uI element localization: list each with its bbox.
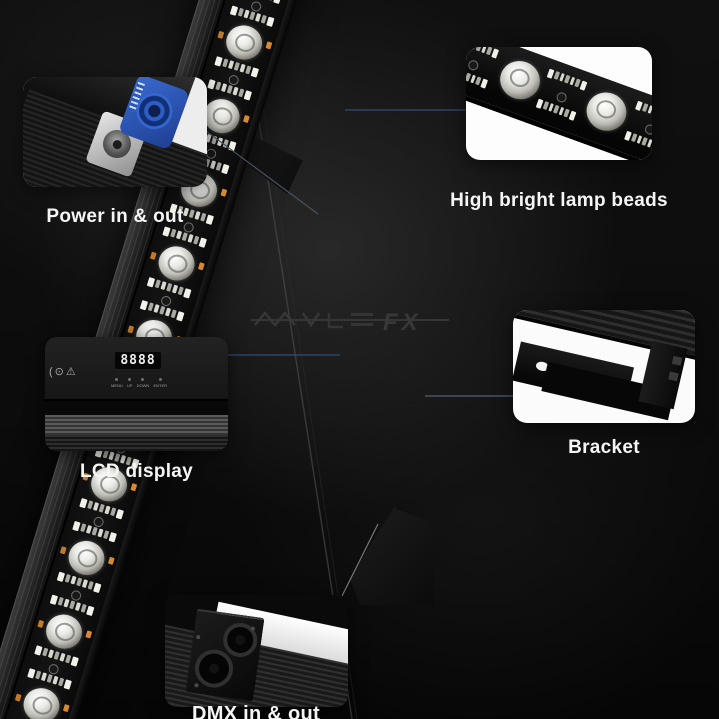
dmx-callout-label: DMX in & out (191, 703, 321, 719)
amber-smd (220, 188, 228, 197)
lamp-bead-lens (581, 86, 632, 137)
smd-end-chip (273, 0, 282, 5)
amber-smd (107, 556, 115, 565)
warning-icon: ⚠ (65, 366, 78, 378)
smd-end-chip (250, 67, 260, 78)
screw (194, 683, 199, 688)
smd-end-chip (108, 532, 117, 543)
screw (555, 90, 569, 104)
smd-cluster (466, 47, 500, 93)
enter-button: ENTER (153, 378, 167, 388)
down-button: DOWN (136, 378, 150, 388)
dmx-plug-icon: (⊙ (49, 366, 66, 378)
amber-smd (242, 114, 250, 124)
amber-smd (85, 630, 93, 639)
bracket-inset (513, 310, 695, 423)
down-button-label: DOWN (136, 383, 150, 388)
menu-button: MENU (111, 378, 123, 388)
smd-led-row (546, 68, 588, 91)
bracket-callout-label: Bracket (568, 437, 640, 458)
smd-led-row (34, 645, 79, 667)
led-strip-closeup (466, 47, 652, 160)
smd-end-chip (266, 16, 275, 27)
seven-segment-display: 8888 (115, 352, 161, 369)
smd-end-chip (93, 582, 102, 594)
beads-callout-label: High bright lamp beads (450, 190, 668, 211)
amber-smd (217, 30, 225, 39)
smd-cluster (622, 99, 652, 158)
up-button: UP (126, 378, 133, 388)
smd-led-row (635, 100, 652, 123)
amber-smd (197, 262, 205, 271)
panel-buttons: MENU UP DOWN ENTER (111, 378, 167, 388)
dmx-connector-inset (165, 595, 348, 707)
smd-led-row (79, 497, 124, 520)
button-dot (115, 378, 119, 381)
smd-end-chip (228, 140, 237, 152)
lcd-display-inset: (⊙⚠ 8888 MENU UP DOWN ENTER (45, 337, 228, 451)
smd-cluster (534, 67, 588, 126)
smd-led-row (56, 571, 102, 594)
smd-end-chip (63, 679, 72, 690)
screw (643, 123, 652, 136)
smd-end-chip (579, 80, 588, 91)
bracket-knob (671, 355, 683, 366)
watermark-text: FX (383, 309, 422, 336)
screw (195, 634, 201, 640)
heatsink-ribs (45, 415, 228, 435)
amber-smd (14, 693, 22, 702)
smd-chip (647, 105, 652, 114)
smd-chip (646, 138, 652, 148)
smd-end-chip (176, 311, 185, 322)
lamp-beads-inset (466, 47, 652, 160)
smd-end-chip (491, 48, 500, 59)
amber-smd (59, 546, 67, 555)
smd-end-chip (198, 237, 207, 248)
bracket-knob (668, 371, 679, 382)
enter-button-label: ENTER (153, 383, 167, 388)
smd-end-chip (86, 605, 95, 617)
panel-icons: (⊙⚠ (49, 365, 78, 378)
power-callout-label: Power in & out (46, 206, 184, 227)
panel-groove (45, 399, 228, 417)
up-button-label: UP (126, 383, 133, 388)
smd-end-chip (243, 90, 253, 101)
smd-led-row (214, 56, 260, 78)
smd-end-chip (221, 163, 230, 175)
button-dot (158, 378, 162, 381)
smd-end-chip (70, 656, 79, 667)
smd-end-chip (115, 509, 124, 520)
fixture-bracket-arm-lower (350, 508, 434, 605)
smd-led-row (146, 277, 192, 299)
smd-end-chip (183, 288, 192, 299)
smd-led-row (466, 47, 500, 59)
amber-smd (62, 704, 70, 713)
amber-smd (127, 325, 135, 334)
button-dot (128, 378, 132, 381)
smd-end-chip (568, 110, 577, 121)
power-connector-inset (23, 77, 207, 187)
smd-led-row (535, 98, 577, 121)
lcd-callout-label: LCD display (79, 461, 194, 482)
screw (466, 58, 480, 72)
smd-led-row (466, 67, 489, 89)
button-dot (141, 378, 145, 381)
amber-smd (37, 619, 45, 629)
amber-smd (265, 41, 273, 50)
menu-button-label: MENU (111, 383, 123, 388)
smd-end-chip (480, 78, 489, 89)
amber-smd (149, 251, 157, 260)
lamp-bead-lens (494, 55, 546, 105)
dmx-end-block (185, 608, 265, 702)
brand-watermark: FX (251, 309, 449, 336)
amber-smd (130, 483, 138, 492)
bracket-post (638, 340, 688, 410)
heatsink-ribs-lower (45, 435, 228, 451)
